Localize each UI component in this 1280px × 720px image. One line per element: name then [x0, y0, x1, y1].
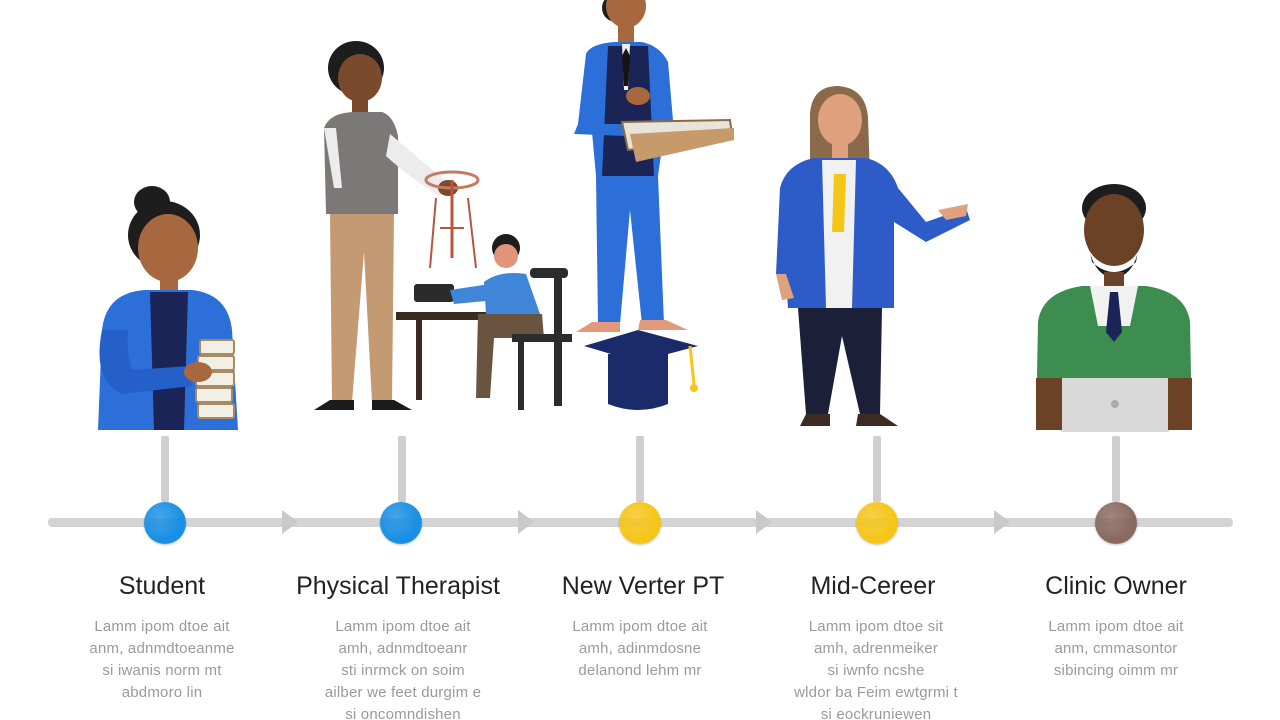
connector-student: [161, 436, 169, 502]
stage-description-clinic-owner: Lamm ipom dtoe ait anm, cmmasontor sibin…: [1048, 618, 1184, 679]
connector-clinic-owner: [1112, 436, 1120, 502]
stage-description-student: Lamm ipom dtoe ait anm, adnmdtoeanme si …: [89, 618, 235, 701]
timeline-node-physical-therapist: [380, 502, 422, 544]
timeline-node-clinic-owner: [1095, 502, 1137, 544]
graduate-with-book-icon: [574, 0, 734, 410]
stage-title-physical-therapist: Physical Therapist: [296, 572, 500, 600]
arrow-icon: [756, 510, 772, 534]
clinic-owner-laptop-icon: [1036, 184, 1192, 432]
therapist-with-skeleton-icon: [314, 41, 572, 410]
stage-description-mid-career: Lamm ipom dtoe sit amh, adrenmeiker si i…: [794, 618, 958, 720]
stage-title-new-pt: New Verter PT: [561, 572, 725, 600]
stage-description-physical-therapist: Lamm ipom dtoe ait amh, adnmdtoeanr sti …: [324, 618, 482, 720]
timeline-node-student: [144, 502, 186, 544]
stage-title-clinic-owner: Clinic Owner: [1045, 572, 1187, 600]
arrow-icon: [282, 510, 298, 534]
student-with-books-icon: [98, 186, 238, 430]
connector-new-pt: [636, 436, 644, 502]
arrow-icon: [994, 510, 1010, 534]
connector-mid-career: [873, 436, 881, 502]
arrow-icon: [518, 510, 534, 534]
stage-title-mid-career: Mid-Cereer: [810, 572, 936, 600]
connector-physical-therapist: [398, 436, 406, 502]
timeline-node-new-pt: [619, 502, 661, 544]
stage-title-student: Student: [118, 572, 206, 600]
stage-description-new-pt: Lamm ipom dtoe ait amh, adinmdosne delan…: [572, 618, 708, 679]
timeline-node-mid-career: [856, 502, 898, 544]
professional-presenting-icon: [776, 86, 970, 426]
